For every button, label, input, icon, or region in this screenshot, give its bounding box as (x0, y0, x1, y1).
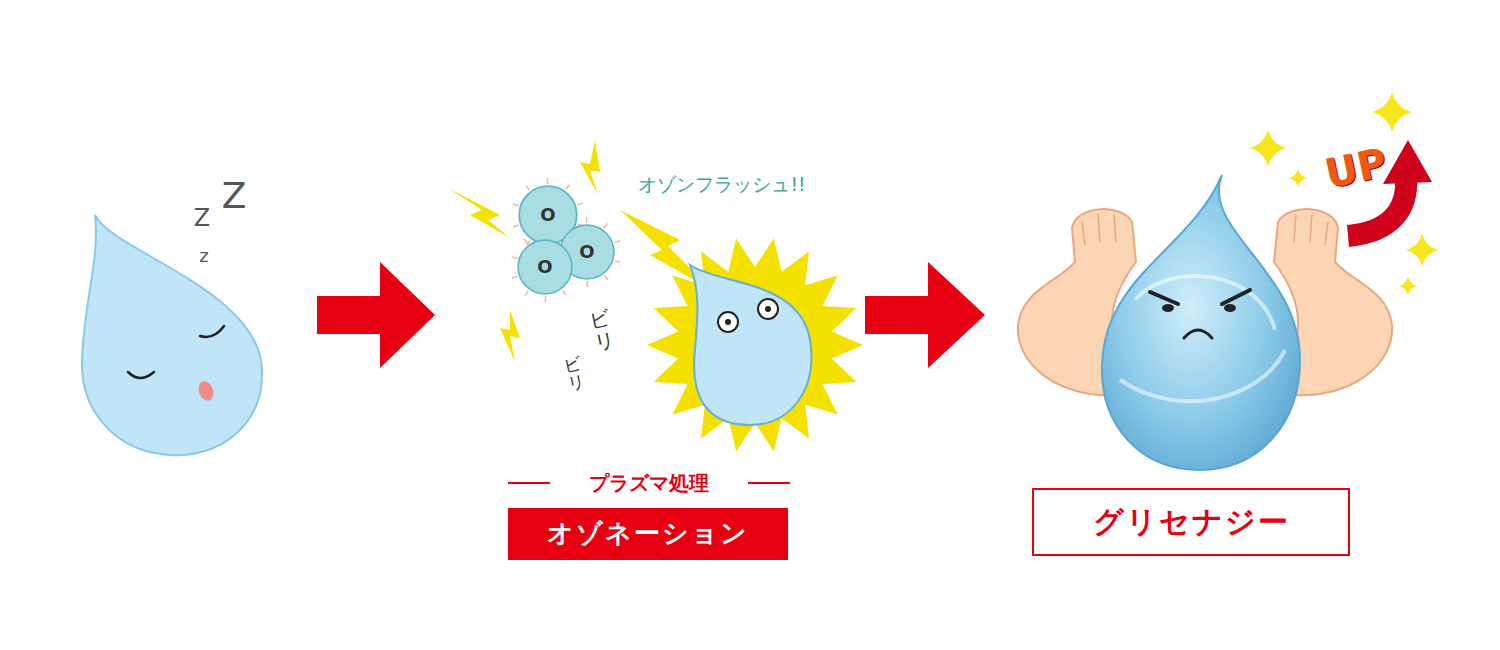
sparkles (1250, 92, 1438, 295)
closed-eye (128, 372, 154, 378)
rule-line (508, 482, 550, 484)
mouth (196, 379, 216, 403)
node-text: オゾネーション (547, 519, 749, 549)
node-text: O (540, 205, 555, 226)
sound-effect: ビリ (588, 306, 617, 353)
frown (1184, 330, 1212, 338)
caption-label: Z (222, 176, 247, 216)
pupil (765, 306, 771, 312)
gloss-swirl (1120, 276, 1285, 401)
result-box: グリセナジー (1032, 488, 1350, 556)
node-text: グリセナジー (1093, 505, 1290, 540)
caption-label: Z (194, 205, 210, 231)
lightning (448, 188, 510, 238)
caption-label: プラズマ処理 (589, 472, 709, 494)
lightning (580, 140, 600, 195)
rule-line (748, 482, 790, 484)
up-label: UP (1321, 140, 1391, 196)
eye (1224, 304, 1236, 312)
closed-eye (200, 326, 224, 337)
pupil (725, 319, 731, 325)
angry-brow (1150, 290, 1250, 304)
shocked-drop (690, 265, 811, 425)
ozone-molecule: O (517, 239, 573, 295)
caption-label: z (199, 246, 208, 266)
eye (718, 312, 738, 332)
sound-effect: ビリ (562, 354, 586, 394)
node-text: O (579, 242, 594, 263)
eye (758, 299, 778, 319)
starburst (647, 239, 863, 452)
process-band: オゾネーション (508, 508, 788, 560)
red-arrow (865, 262, 985, 368)
sleeping-drop (82, 215, 262, 455)
molecule-cilia (512, 178, 621, 302)
red-arrow (317, 262, 435, 368)
up-arrow-head (1383, 140, 1432, 184)
eye (1162, 304, 1174, 312)
strong-drop (1102, 175, 1300, 470)
node-text: O (537, 257, 552, 278)
lightning (500, 310, 520, 362)
caption-label: オゾンフラッシュ!! (638, 174, 805, 195)
